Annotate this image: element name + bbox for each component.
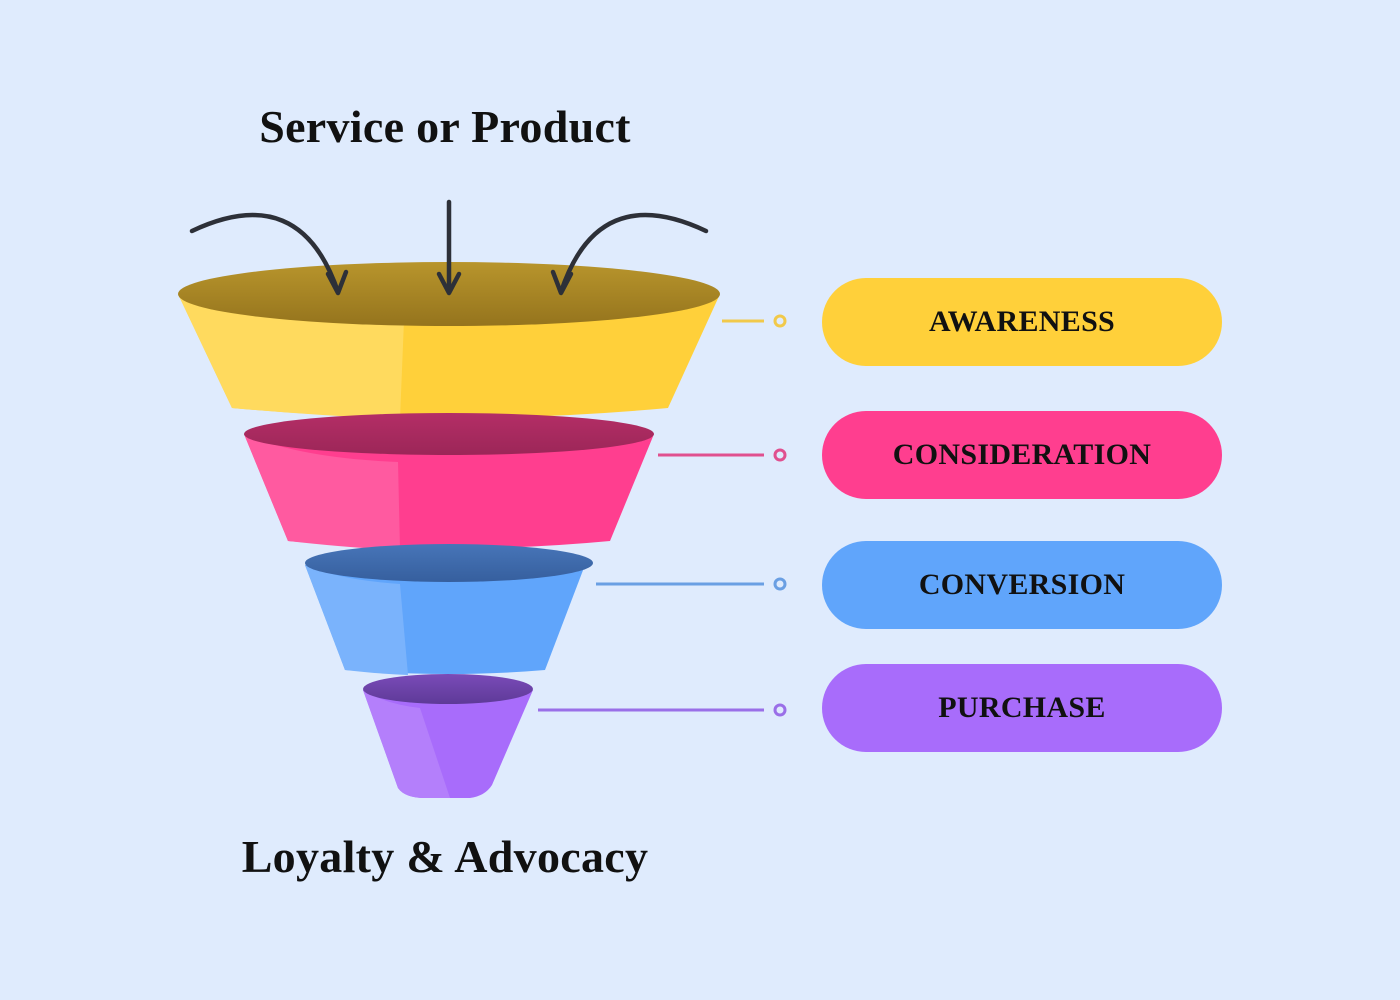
top-label: Service or Product (259, 101, 631, 152)
connector-dot (773, 577, 787, 591)
funnel-stage-purchase (363, 674, 533, 798)
stage-rim (244, 413, 654, 455)
stage-label-conversion: CONVERSION (822, 541, 1222, 629)
connector-dot (773, 703, 787, 717)
stage-label-awareness: AWARENESS (822, 278, 1222, 366)
connector-purchase (538, 703, 787, 717)
stage-label-text: AWARENESS (928, 305, 1116, 338)
connector-consideration (658, 448, 787, 462)
stage-rim (363, 674, 533, 704)
connector-dot (773, 314, 787, 328)
connector-awareness (722, 314, 787, 328)
stage-highlight (305, 565, 408, 675)
stage-label-purchase: PURCHASE (822, 664, 1222, 752)
bottom-label: Loyalty & Advocacy (241, 831, 649, 882)
arrow-down-icon (436, 199, 462, 296)
arrow-left-curved-icon (189, 212, 349, 296)
stage-label-text: PURCHASE (938, 691, 1106, 724)
stage-label-text: CONSIDERATION (892, 438, 1152, 471)
funnel-stage-consideration (244, 413, 654, 550)
funnel-stage-conversion (305, 544, 593, 675)
stage-label-text: CONVERSION (918, 568, 1126, 601)
connector-conversion (596, 577, 787, 591)
stage-highlight (178, 294, 404, 419)
stage-label-consideration: CONSIDERATION (822, 411, 1222, 499)
stage-highlight (363, 690, 450, 798)
connector-dot (773, 448, 787, 462)
arrow-right-curved-icon (550, 212, 709, 296)
stage-highlight (244, 434, 400, 550)
stage-rim (305, 544, 593, 582)
